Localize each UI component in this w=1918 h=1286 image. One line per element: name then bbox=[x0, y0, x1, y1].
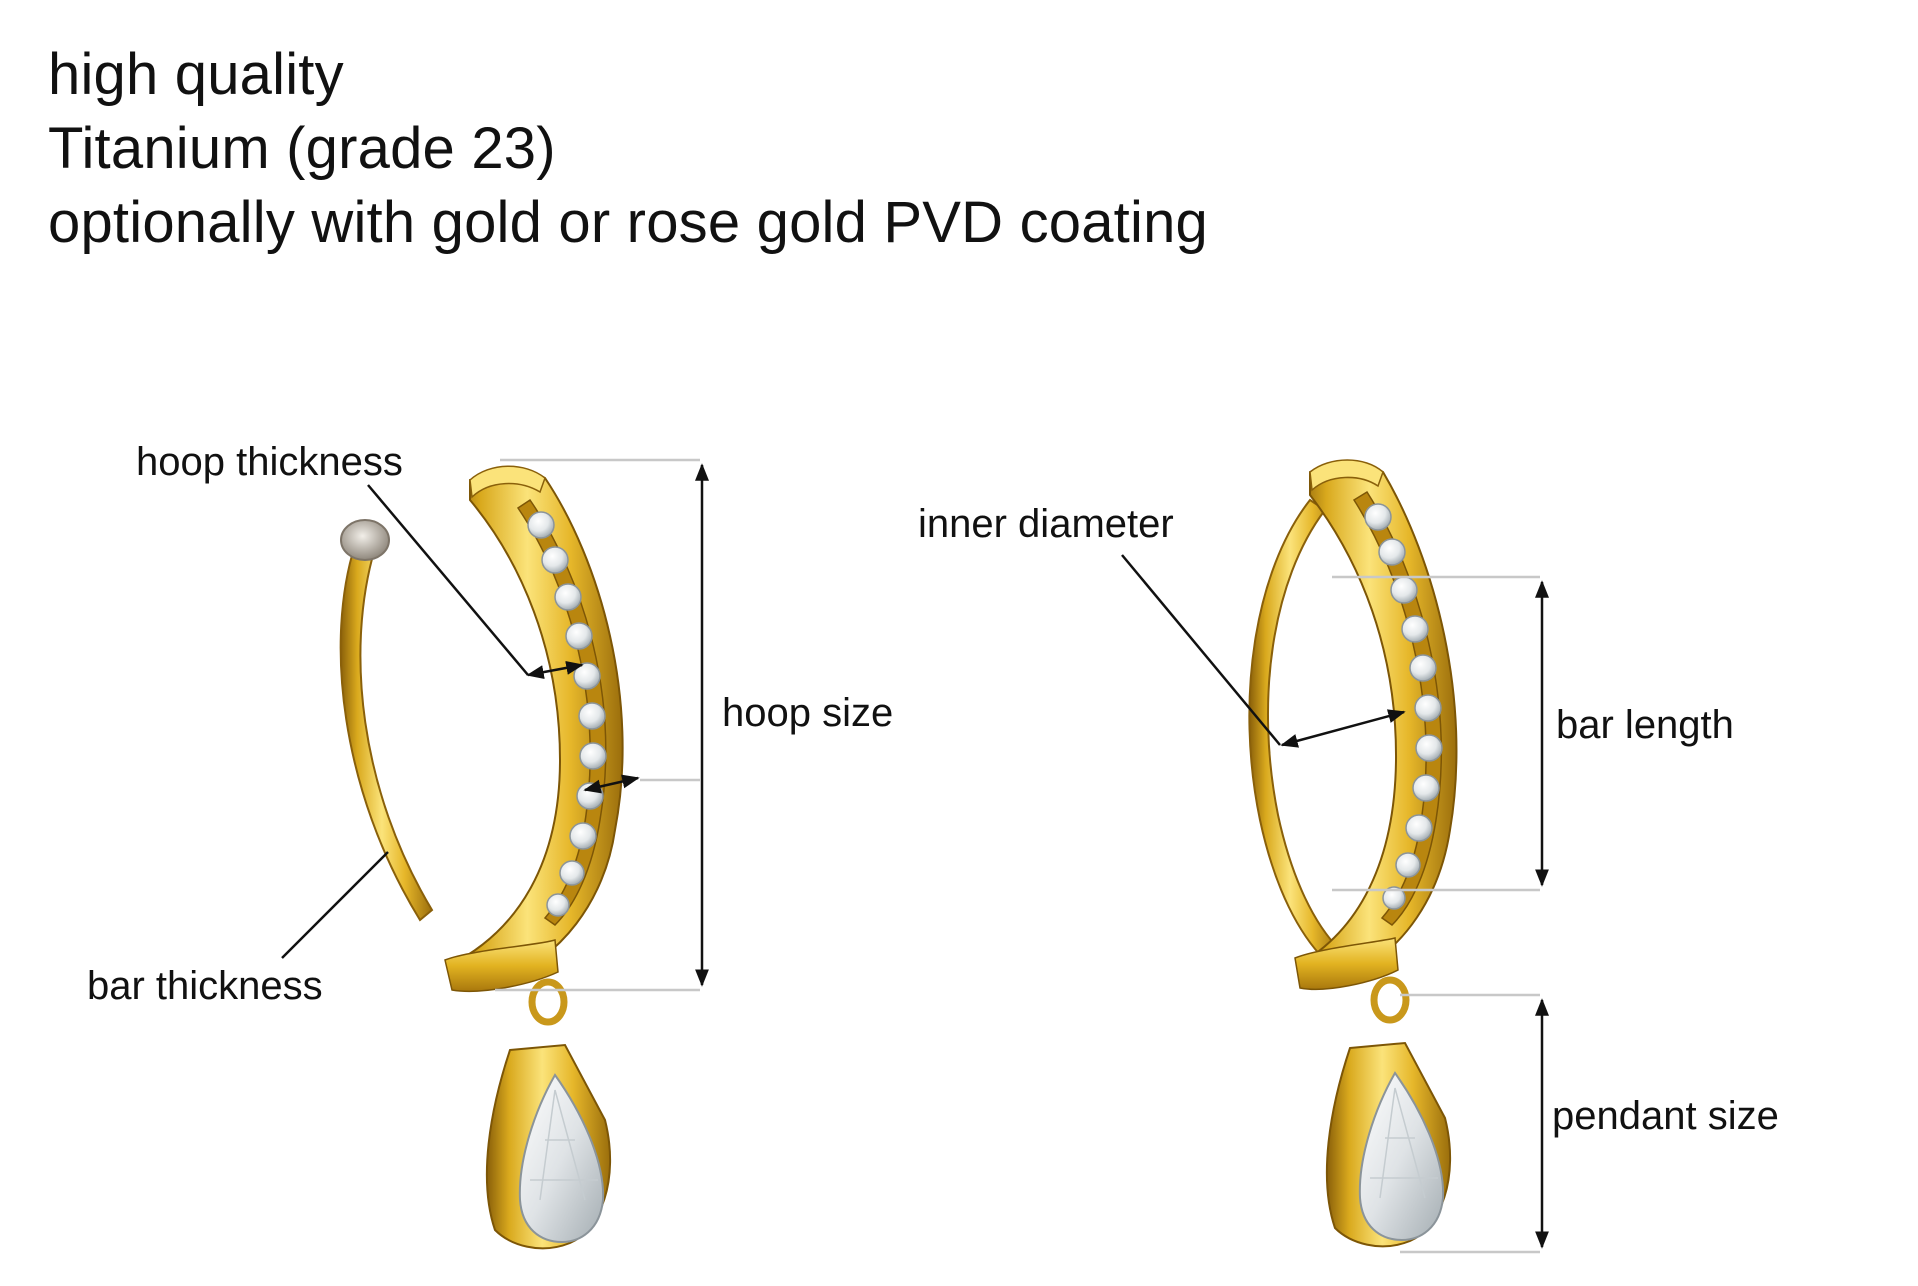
left-dimension-lines bbox=[281, 458, 709, 992]
left-back-bar bbox=[339, 543, 434, 922]
label-bar-thickness: bar thickness bbox=[87, 964, 323, 1008]
left-pendant-gem bbox=[518, 1073, 605, 1244]
right-jump-ring bbox=[1370, 976, 1410, 1024]
spec-line-quality: high quality bbox=[48, 42, 344, 107]
label-pendant-size: pendant size bbox=[1552, 1094, 1779, 1138]
right-pendant-gem bbox=[1358, 1071, 1445, 1242]
inner-diameter-arrow bbox=[1280, 709, 1406, 748]
bar-thickness-leader bbox=[281, 851, 389, 959]
left-navel-ring bbox=[339, 465, 624, 1250]
right-dimension-lines bbox=[1121, 554, 1549, 1254]
spec-line-material: Titanium (grade 23) bbox=[48, 116, 556, 181]
label-inner-diameter: inner diameter bbox=[918, 502, 1174, 546]
left-jump-ring bbox=[528, 978, 568, 1026]
spec-header: high quality Titanium (grade 23) optiona… bbox=[48, 38, 1448, 260]
channel-width-arrow bbox=[583, 774, 640, 794]
label-bar-length: bar length bbox=[1556, 703, 1734, 747]
spec-line-coating: optionally with gold or rose gold PVD co… bbox=[48, 190, 1208, 255]
left-ball-end bbox=[340, 519, 390, 561]
right-back-bar bbox=[1248, 498, 1342, 962]
hoop-thickness-arrow bbox=[526, 660, 584, 680]
hoop-thickness-leader bbox=[367, 484, 529, 676]
left-pendant bbox=[485, 1043, 612, 1250]
inner-diameter-leader bbox=[1121, 554, 1281, 746]
label-hoop-thickness: hoop thickness bbox=[136, 440, 403, 484]
right-pendant bbox=[1325, 1041, 1452, 1248]
right-crystals bbox=[1364, 503, 1443, 910]
right-navel-ring bbox=[1248, 459, 1458, 1248]
label-hoop-size: hoop size bbox=[722, 691, 894, 735]
